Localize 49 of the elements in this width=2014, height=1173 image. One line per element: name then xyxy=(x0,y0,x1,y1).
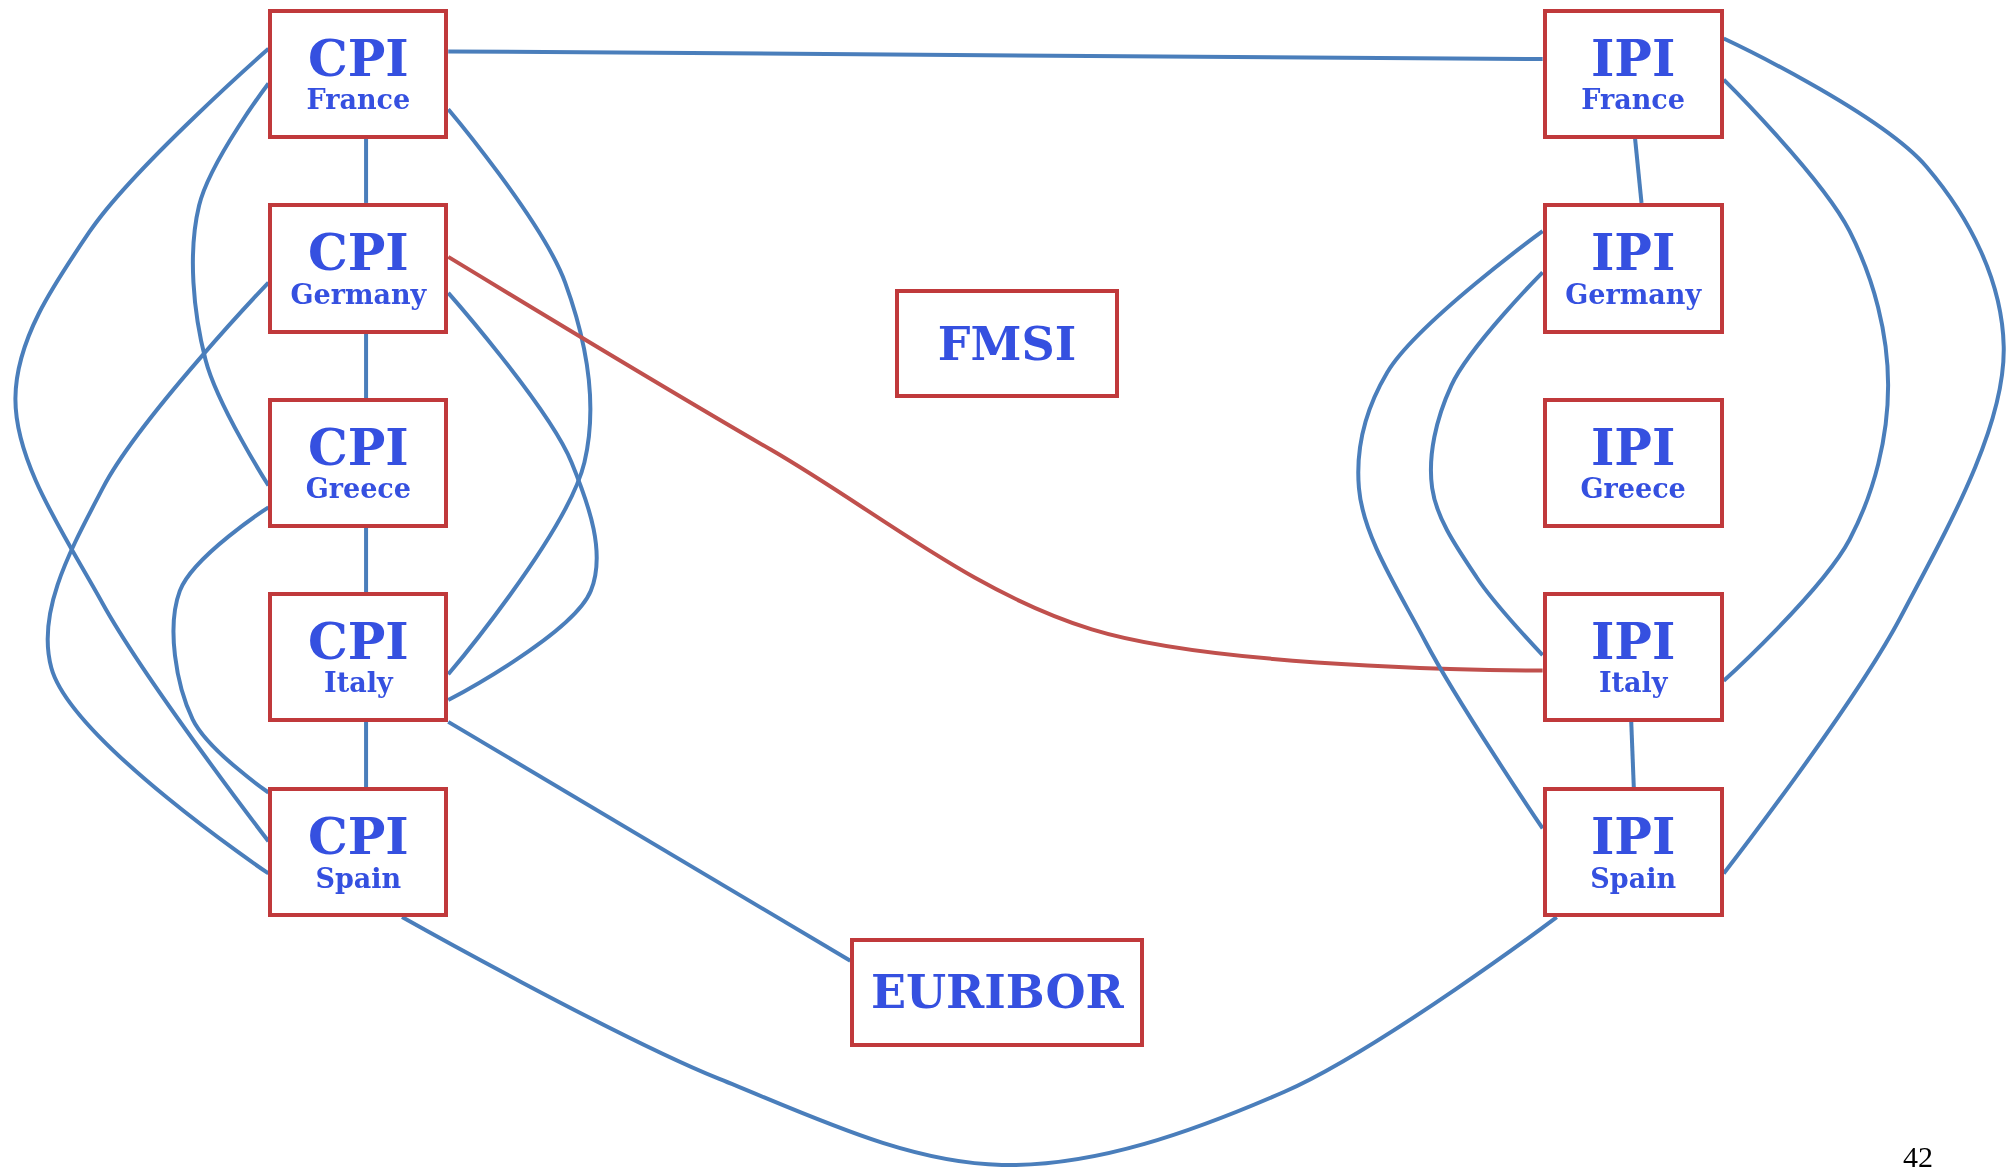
node-title: CPI xyxy=(307,615,409,669)
connector-line xyxy=(447,255,1543,673)
connector-line xyxy=(447,720,852,963)
node-subtitle: Greece xyxy=(305,474,411,505)
node-box xyxy=(1542,9,1724,139)
connector-line xyxy=(364,138,369,203)
node-subtitle: Spain xyxy=(315,863,402,894)
node-subtitle: France xyxy=(1581,85,1685,115)
node-title: CPI xyxy=(307,421,409,475)
node-title: CPI xyxy=(307,32,409,86)
node-title: IPI xyxy=(1590,32,1676,86)
node-box xyxy=(850,937,1145,1047)
node-title: IPI xyxy=(1590,811,1676,864)
node-box xyxy=(1542,592,1724,722)
node-subtitle: Italy xyxy=(1598,668,1668,699)
node-title: EURIBOR xyxy=(870,965,1124,1020)
connector-line xyxy=(364,527,369,593)
connector-line xyxy=(401,915,1558,1167)
node-title: IPI xyxy=(1590,227,1676,280)
node-subtitle: Spain xyxy=(1590,863,1677,894)
node-title: IPI xyxy=(1590,615,1676,669)
node-title: CPI xyxy=(307,811,409,864)
node-box xyxy=(268,9,449,139)
node-title: CPI xyxy=(307,227,409,280)
node-box xyxy=(268,592,449,722)
node-subtitle: France xyxy=(306,85,411,115)
node-box xyxy=(1542,202,1724,334)
node-box xyxy=(268,787,449,918)
connector-line xyxy=(171,505,270,795)
connector-line xyxy=(1722,78,1891,683)
node-subtitle: Germany xyxy=(1565,279,1702,310)
node-box xyxy=(268,398,449,528)
node-title: FMSI xyxy=(937,316,1077,371)
page-number: 42 xyxy=(1903,1140,1933,1173)
connector-line xyxy=(448,49,1543,62)
node-subtitle: Greece xyxy=(1580,474,1686,505)
node-box xyxy=(895,289,1119,399)
connector-line xyxy=(1629,721,1636,788)
connector-line xyxy=(1722,36,2006,875)
node-box xyxy=(268,202,449,334)
connector-line xyxy=(364,721,369,788)
connector-line xyxy=(45,281,270,876)
node-box xyxy=(1542,398,1724,528)
connector-line xyxy=(364,333,369,399)
connector-line xyxy=(1633,138,1644,204)
node-subtitle: Italy xyxy=(324,668,393,699)
node-title: IPI xyxy=(1590,421,1676,475)
node-subtitle: Germany xyxy=(290,279,427,310)
node-box xyxy=(1542,787,1724,918)
